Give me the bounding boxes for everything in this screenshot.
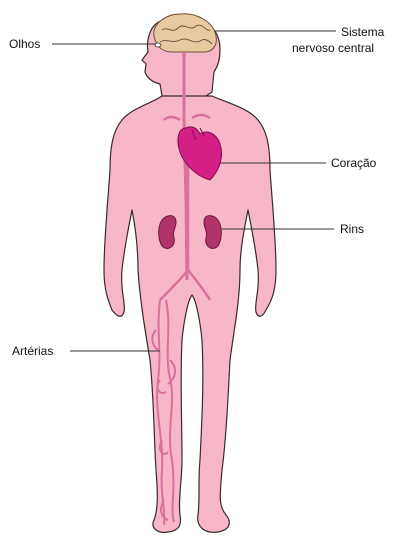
- label-arterias: Artérias: [12, 344, 53, 358]
- eye: [155, 43, 161, 47]
- body-silhouette: [104, 17, 276, 532]
- label-rins: Rins: [340, 222, 364, 236]
- label-sistema-nervoso-line1: Sistema: [341, 25, 384, 39]
- label-coracao: Coração: [331, 156, 376, 170]
- left-kidney: [159, 216, 176, 249]
- label-olhos: Olhos: [9, 37, 40, 51]
- label-sistema-nervoso-line2: nervoso central: [292, 41, 374, 55]
- right-kidney: [204, 216, 221, 249]
